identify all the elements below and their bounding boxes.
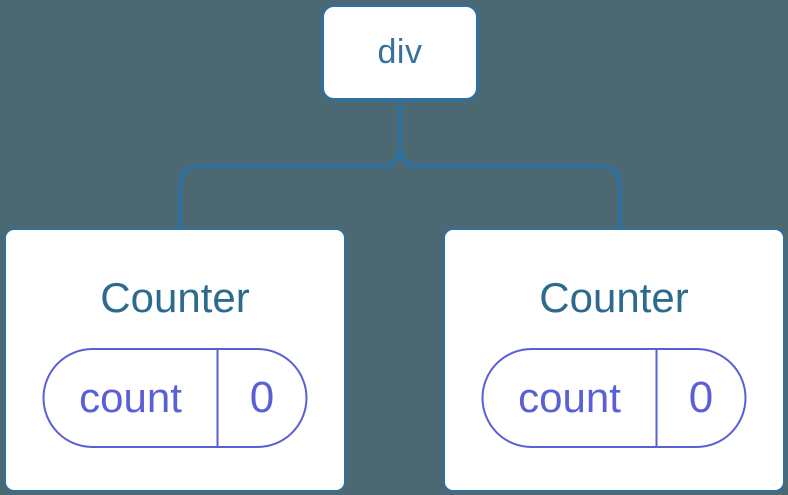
component-title: Counter [539, 274, 689, 321]
root-node-div: div [321, 4, 479, 101]
state-name: count [518, 374, 621, 421]
state-value: 0 [688, 373, 714, 422]
root-node-label: div [377, 33, 423, 71]
state-value-cell: 0 [219, 350, 306, 446]
state-value-cell: 0 [658, 350, 745, 446]
state-name-cell: count [484, 350, 658, 446]
state-pill: count 0 [481, 348, 747, 448]
component-title: Counter [100, 274, 250, 321]
state-value: 0 [249, 373, 275, 422]
connector-right-branch [398, 99, 622, 231]
state-name-cell: count [45, 350, 219, 446]
state-name: count [79, 374, 182, 421]
state-pill: count 0 [42, 348, 308, 448]
connector-left-branch [178, 99, 402, 231]
counter-component-node-right: Counter count 0 [443, 228, 785, 492]
counter-component-node-left: Counter count 0 [4, 228, 346, 492]
